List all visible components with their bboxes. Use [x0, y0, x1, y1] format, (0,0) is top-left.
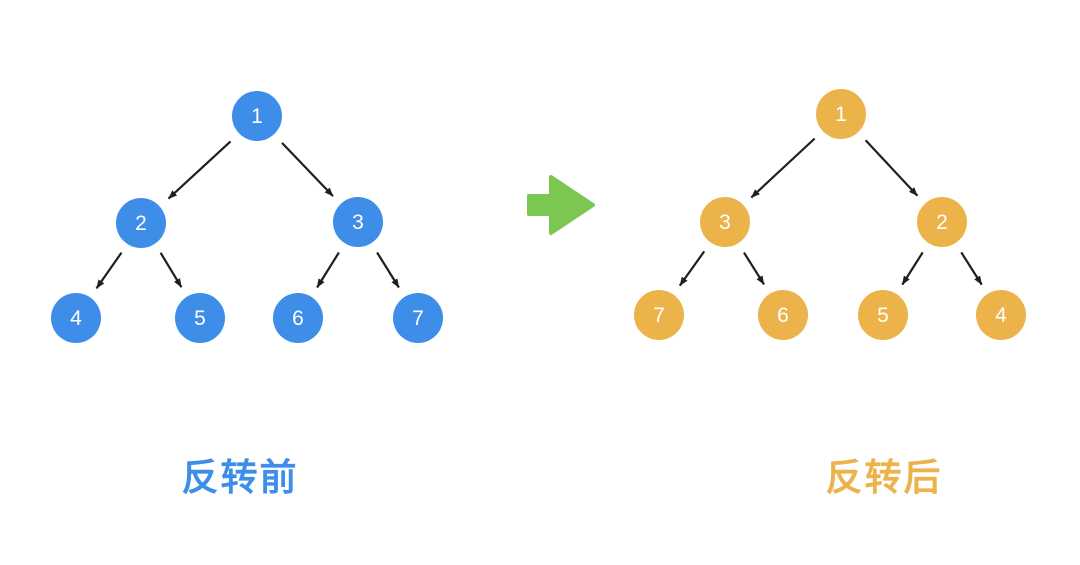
node-value: 3	[719, 211, 731, 234]
before-node-5: 5	[175, 293, 225, 343]
after-node-2: 2	[917, 197, 967, 247]
edge-2-5	[901, 251, 924, 286]
edge-1-2	[167, 140, 232, 200]
edge-3-6	[743, 252, 765, 285]
after-node-7: 7	[634, 290, 684, 340]
before-node-4: 4	[51, 293, 101, 343]
node-value: 5	[877, 304, 889, 327]
node-circle	[634, 290, 684, 340]
before-node-7: 7	[393, 293, 443, 343]
node-circle	[700, 197, 750, 247]
after-node-1: 1	[816, 89, 866, 139]
node-circle	[273, 293, 323, 343]
node-circle	[858, 290, 908, 340]
edge-2-5	[159, 252, 183, 288]
node-circle	[816, 89, 866, 139]
node-value: 2	[936, 211, 948, 234]
before-node-2: 2	[116, 198, 166, 248]
node-value: 1	[835, 103, 847, 126]
transform-arrow-icon	[527, 175, 595, 235]
node-circle	[51, 293, 101, 343]
node-circle	[232, 91, 282, 141]
node-circle	[393, 293, 443, 343]
edge-2-4	[95, 251, 123, 290]
node-value: 3	[352, 211, 364, 234]
node-value: 4	[995, 304, 1007, 327]
edge-3-7	[376, 251, 400, 289]
after-node-6: 6	[758, 290, 808, 340]
after-node-3: 3	[700, 197, 750, 247]
before-node-1: 1	[232, 91, 282, 141]
node-circle	[175, 293, 225, 343]
node-circle	[758, 290, 808, 340]
after-inversion-label: 反转后	[825, 457, 943, 498]
before-node-3: 3	[333, 197, 383, 247]
edge-3-7	[678, 250, 706, 287]
edge-1-3	[281, 142, 334, 197]
node-circle	[116, 198, 166, 248]
edge-2-4	[960, 251, 983, 286]
node-value: 1	[251, 105, 263, 128]
edge-1-3	[750, 137, 816, 199]
edge-1-2	[864, 139, 919, 197]
node-value: 7	[653, 304, 665, 327]
node-value: 6	[292, 307, 304, 330]
before-inversion-label: 反转前	[181, 457, 299, 498]
after-node-5: 5	[858, 290, 908, 340]
node-value: 6	[777, 304, 789, 327]
node-circle	[976, 290, 1026, 340]
before-node-6: 6	[273, 293, 323, 343]
node-circle	[333, 197, 383, 247]
before-tree-edges	[95, 140, 400, 290]
edge-3-6	[316, 251, 340, 289]
node-value: 7	[412, 307, 424, 330]
node-value: 2	[135, 212, 147, 235]
node-circle	[917, 197, 967, 247]
after-tree-edges	[678, 137, 983, 287]
node-value: 4	[70, 307, 82, 330]
after-node-4: 4	[976, 290, 1026, 340]
node-value: 5	[194, 307, 206, 330]
tree-before-inversion: 1 2 3 4 5 6 7	[51, 91, 443, 343]
tree-after-inversion: 1 3 2 7 6 5 4	[634, 89, 1026, 340]
